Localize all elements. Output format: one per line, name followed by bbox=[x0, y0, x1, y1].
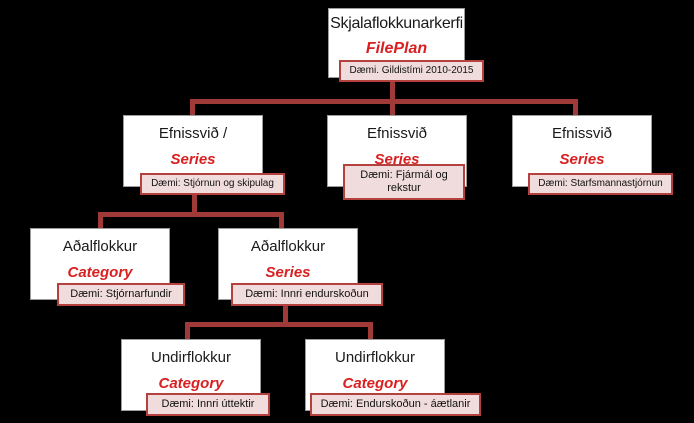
node-subtitle: Category bbox=[67, 264, 133, 281]
example-tag-undirflokkur-2: Dæmi: Endurskoðun - áætlanir bbox=[310, 393, 481, 416]
example-tag-efnissvid-2: Dæmi: Fjármál og rekstur bbox=[343, 164, 465, 200]
node-subtitle: Series bbox=[374, 151, 420, 168]
node-title: Skjalaflokkunarkerfi bbox=[330, 15, 463, 32]
node-title: Efnissvið bbox=[551, 125, 613, 142]
connector-level4-bus bbox=[185, 322, 373, 327]
connector-r3b-down bbox=[283, 305, 288, 325]
node-title: Undirflokkur bbox=[150, 349, 232, 366]
example-tag-undirflokkur-1: Dæmi: Innri úttektir bbox=[146, 393, 270, 416]
example-tag-adalflokkur-category: Dæmi: Stjórnarfundir bbox=[57, 283, 185, 306]
connector-level3-bus bbox=[98, 212, 284, 217]
node-subtitle: Category bbox=[158, 375, 224, 392]
node-subtitle: Series bbox=[170, 151, 216, 168]
node-title: Aðalflokkur bbox=[250, 238, 326, 255]
node-title: Undirflokkur bbox=[334, 349, 416, 366]
example-tag-efnissvid-3: Dæmi: Starfsmannastjórnun bbox=[528, 173, 673, 195]
node-subtitle: Series bbox=[559, 151, 605, 168]
node-subtitle: Series bbox=[265, 264, 311, 281]
connector-r2a-down bbox=[192, 195, 197, 215]
example-tag-adalflokkur-series: Dæmi: Innri endurskoðun bbox=[231, 283, 383, 306]
node-title: Efnissvið / bbox=[158, 125, 228, 142]
connector-level3-left-drop bbox=[98, 212, 103, 230]
example-tag-efnissvid-1: Dæmi: Stjórnun og skipulag bbox=[140, 173, 285, 195]
example-tag-root: Dæmi. Gildistími 2010-2015 bbox=[339, 60, 484, 82]
connector-level2-mid-drop bbox=[390, 99, 395, 117]
node-title: Aðalflokkur bbox=[62, 238, 138, 255]
connector-level2-right-drop bbox=[573, 99, 578, 117]
connector-level4-left-drop bbox=[185, 322, 190, 341]
connector-level3-right-drop bbox=[279, 212, 284, 230]
connector-level2-bus bbox=[190, 99, 578, 104]
node-subtitle: FilePlan bbox=[365, 40, 428, 57]
node-title: Efnissvið bbox=[366, 125, 428, 142]
node-subtitle: Category bbox=[342, 375, 408, 392]
connector-root-down bbox=[390, 82, 395, 102]
connector-level2-left-drop bbox=[190, 99, 195, 117]
connector-level4-right-drop bbox=[368, 322, 373, 341]
